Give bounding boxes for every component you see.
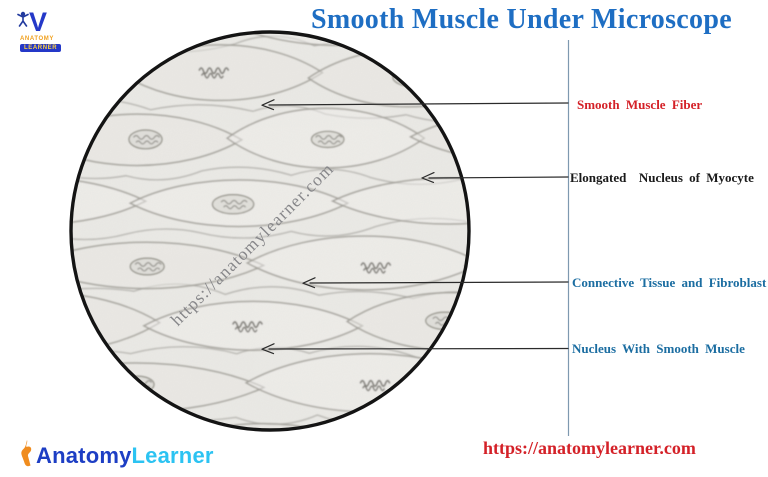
brand-person-icon — [21, 440, 32, 467]
brand-text-anatomy: Anatomy — [36, 443, 132, 468]
micrograph-grain — [72, 33, 468, 429]
label-smooth-muscle-fiber: Smooth Muscle Fiber — [577, 97, 703, 112]
footer-url: https://anatomylearner.com — [483, 438, 696, 458]
annotation-arrows — [261, 99, 569, 355]
arrow-elongated-nucleus — [421, 172, 569, 183]
label-nucleus-with-smooth-muscle: Nucleus With Smooth Muscle — [572, 341, 745, 356]
logo-text-anatomy: ANATOMY — [20, 36, 54, 42]
label-connective-tissue-and-fibroblast: Connective Tissue and Fibroblast — [572, 275, 767, 290]
microscope-field-svg: https://anatomylearner.com — [69, 30, 471, 432]
logo-person-icon — [17, 11, 29, 27]
header-logo: V ANATOMY LEARNER — [16, 7, 68, 57]
brand-text-learner: Learner — [131, 443, 214, 468]
logo-text-learner: LEARNER — [20, 44, 62, 52]
logo-v-mark: V — [29, 7, 48, 37]
arrow-nucleus-smooth-muscle — [261, 343, 569, 355]
arrow-connective-tissue — [302, 277, 569, 289]
microscope-circle-border — [69, 30, 471, 432]
microscope-view: https://anatomylearner.com — [67, 28, 473, 434]
page-title: Smooth Muscle Under Microscope — [311, 4, 732, 35]
label-elongated-nucleus-of-myocyte: Elongated Nucleus of Myocyte — [570, 170, 754, 185]
arrow-smooth-muscle-fiber — [261, 99, 569, 111]
